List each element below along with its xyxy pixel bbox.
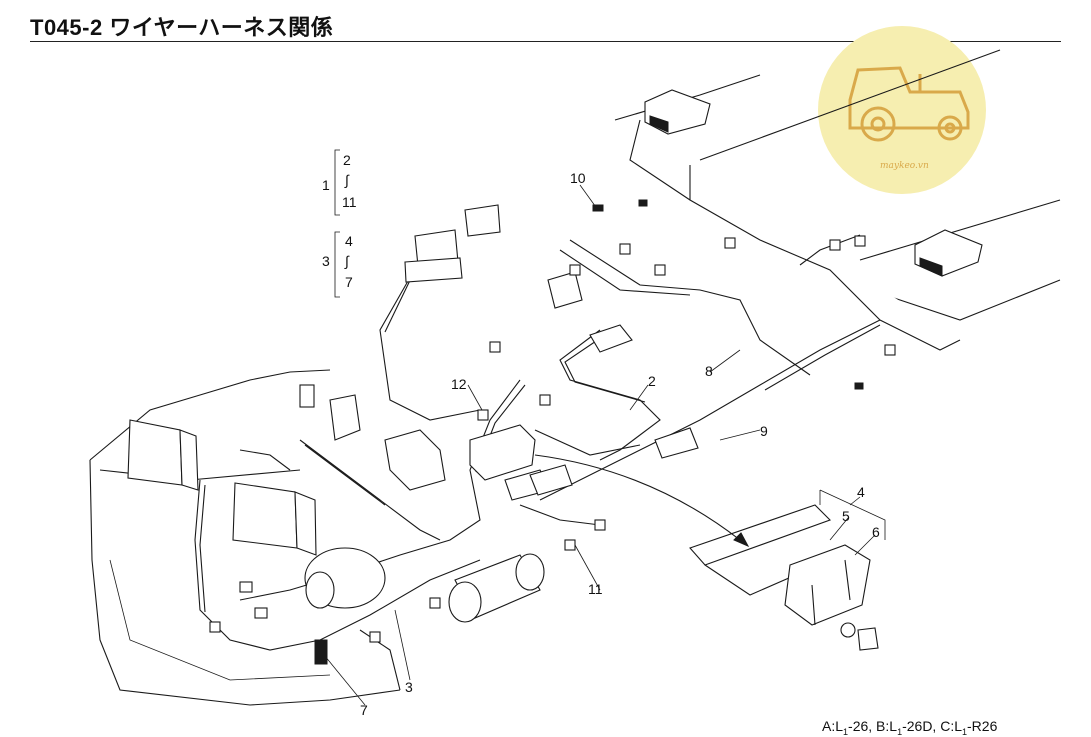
title-underline — [30, 41, 1061, 42]
bracket-1-from: 2 — [343, 152, 351, 168]
model-applicability-note: A:L1-26, B:L1-26D, C:L1-R26 — [822, 718, 997, 737]
detail-arrow — [534, 454, 741, 541]
bracket-group-3: 3 4 ∫ 7 — [322, 231, 353, 298]
bracket-3-from: 4 — [345, 233, 353, 249]
watermark-logo: maykeo.vn — [818, 26, 986, 194]
relay-boxes — [329, 204, 699, 501]
callout-10: 10 — [570, 170, 586, 186]
leader-lines — [319, 184, 876, 706]
model-c-sub: 1 — [962, 726, 968, 737]
bracket-1-tilde: ∫ — [344, 172, 350, 188]
bracket-3-number: 3 — [322, 253, 330, 269]
model-c-prefix: C:L — [940, 718, 962, 734]
callout-8: 8 — [705, 363, 713, 379]
model-a-sub: 1 — [843, 726, 849, 737]
model-b-suffix: -26D, — [902, 718, 937, 734]
callout-6: 6 — [872, 524, 880, 540]
bracket-1-to: 11 — [342, 194, 357, 210]
callout-12: 12 — [451, 376, 467, 392]
alternator-and-starter — [304, 547, 545, 623]
bracket-group-1: 1 2 ∫ 11 — [322, 149, 357, 216]
detail-arrowhead — [733, 532, 750, 548]
bracket-3-to: 7 — [345, 274, 353, 290]
model-a-prefix: A:L — [822, 718, 844, 734]
headlight-left — [127, 419, 317, 556]
callout-4: 4 — [857, 484, 865, 500]
callout-2: 2 — [648, 373, 656, 389]
watermark-text: maykeo.vn — [880, 161, 929, 171]
model-c-suffix: -R26 — [967, 718, 998, 734]
model-b-prefix: B:L — [876, 718, 898, 734]
work-light-top — [644, 89, 983, 277]
bracket-3-tilde: ∫ — [344, 253, 350, 269]
connectors — [209, 199, 896, 665]
detail-inset — [689, 489, 886, 651]
callout-3: 3 — [405, 679, 413, 695]
callout-5: 5 — [842, 508, 850, 524]
model-a-suffix: -26, — [848, 718, 873, 734]
callout-11: 11 — [588, 581, 603, 597]
callout-9: 9 — [760, 423, 768, 439]
callout-7: 7 — [360, 702, 368, 718]
page-title: T045-2 ワイヤーハーネス関係 — [30, 15, 334, 40]
model-b-sub: 1 — [897, 726, 903, 737]
bracket-1-number: 1 — [322, 177, 330, 193]
